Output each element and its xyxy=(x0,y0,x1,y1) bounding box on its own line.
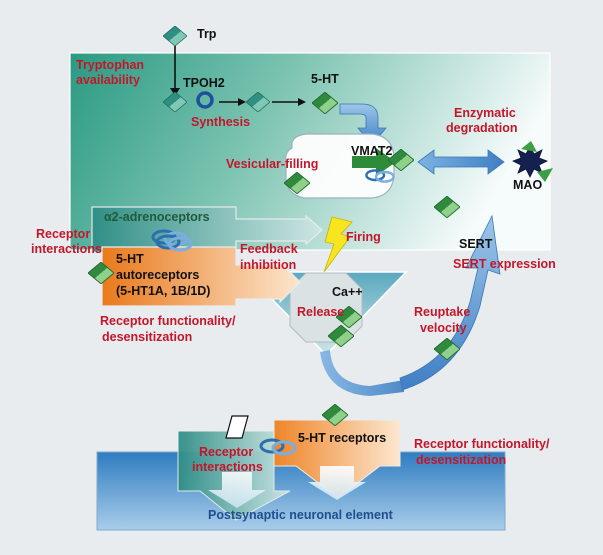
vmat2-label: VMAT2 xyxy=(351,144,393,158)
degradation-double-arrow xyxy=(417,149,505,175)
mao-star-icon xyxy=(512,145,548,178)
vesicular-filling-label: Vesicular-filling xyxy=(226,157,319,171)
trp-label: Trp xyxy=(197,27,217,41)
receptor-interaction-marker xyxy=(225,415,249,439)
tpoh2-enzyme-icon xyxy=(196,91,214,109)
tpoh2-label: TPOH2 xyxy=(183,76,225,90)
sert-expression-label: SERT expression xyxy=(453,257,556,271)
5ht-label: 5-HT xyxy=(311,72,339,86)
tryptophan-availability-label-2: availability xyxy=(76,73,140,87)
autoreceptor-arrow xyxy=(101,246,301,307)
enzymatic-degradation-label-1: Enzymatic xyxy=(454,106,516,120)
tryptophan-availability-label-1: Tryptophan xyxy=(76,58,145,72)
receptor-functionality-bottom-label-2: desensitization xyxy=(416,453,507,467)
postsynaptic-label: Postsynaptic neuronal element xyxy=(208,508,393,522)
receptor-interactions-bottom-label-2: interactions xyxy=(192,460,263,474)
release-label: Release xyxy=(297,305,345,319)
receptor-functionality-top-label-1: Receptor functionality/ xyxy=(100,314,236,328)
reuptake-velocity-label-1: Reuptake xyxy=(414,305,471,319)
5ht-receptors-label: 5-HT receptors xyxy=(298,431,387,445)
enzymatic-degradation-label-2: degradation xyxy=(446,121,518,135)
autoreceptors-label-3: (5-HT1A, 1B/1D) xyxy=(116,284,211,298)
feedback-inhibition-label-2: inhibition xyxy=(240,258,297,272)
receptor-functionality-bottom-label-1: Receptor functionality/ xyxy=(414,437,550,451)
autoreceptors-label-1: 5-HT xyxy=(116,252,144,266)
firing-label: Firing xyxy=(346,230,381,244)
ca-label: Ca++ xyxy=(332,285,363,299)
alpha2-adrenoceptors-label: α2-adrenoceptors xyxy=(104,210,210,224)
mao-label: MAO xyxy=(513,178,543,192)
sert-label: SERT xyxy=(459,237,493,251)
reuptake-velocity-label-2: velocity xyxy=(420,321,467,335)
feedback-inhibition-label-1: Feedback xyxy=(240,242,298,256)
lightning-bolt-icon xyxy=(323,216,353,273)
vesicle xyxy=(285,133,395,199)
receptor-interactions-top-label-1: Receptor xyxy=(36,227,91,241)
reuptake-arrow xyxy=(399,214,501,391)
receptor-interactions-top-label-2: interactions xyxy=(31,242,102,256)
autoreceptors-label-2: autoreceptors xyxy=(116,268,200,282)
synthesis-label: Synthesis xyxy=(191,115,251,129)
vmat2-transport-arrow xyxy=(352,148,396,176)
receptor-functionality-top-label-2: desensitization xyxy=(102,330,193,344)
receptor-interactions-bottom-label-1: Receptor xyxy=(199,445,254,459)
trp-diamond xyxy=(163,26,187,46)
